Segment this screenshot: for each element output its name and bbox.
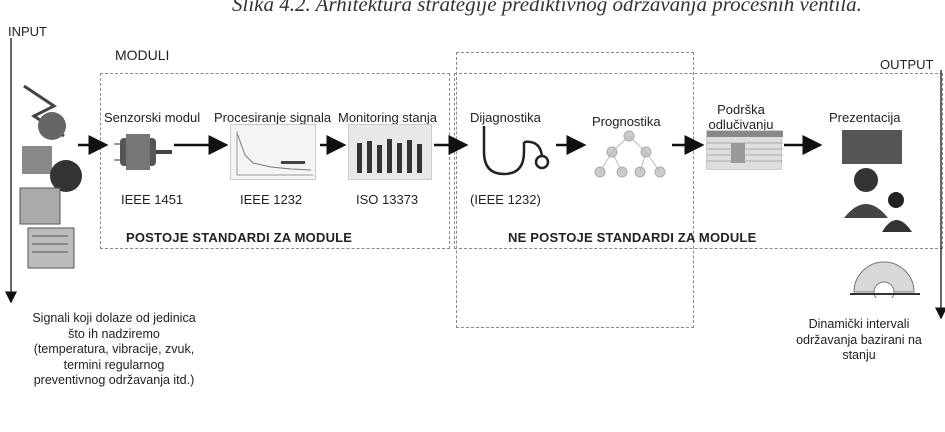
input-note: Signali koji dolaze od jedinica što ih n… bbox=[30, 311, 198, 389]
module-standard-dijagnostika: (IEEE 1232) bbox=[470, 192, 541, 207]
module-standard-senzorski: IEEE 1451 bbox=[121, 192, 183, 207]
module-title-monitoring: Monitoring stanja bbox=[338, 110, 437, 125]
stethoscope-image bbox=[470, 122, 554, 186]
module-title-prezentacija: Prezentacija bbox=[829, 110, 901, 125]
module-title-podrska: Podrška odlučivanju bbox=[704, 102, 778, 132]
presentation-image bbox=[822, 128, 918, 232]
signal-plot-image bbox=[230, 124, 316, 180]
input-signals-collage bbox=[14, 76, 84, 276]
module-title-prognostika: Prognostika bbox=[592, 114, 661, 129]
decision-table-image bbox=[706, 130, 782, 170]
gear-icon bbox=[848, 252, 922, 298]
output-note: Dinamički intervali održavanja bazirani … bbox=[778, 317, 940, 364]
standards-missing-label: NE POSTOJE STANDARDI ZA MODULE bbox=[508, 230, 756, 245]
module-standard-monitoring: ISO 13373 bbox=[356, 192, 418, 207]
monitoring-chart-image bbox=[348, 124, 432, 180]
module-title-senzorski: Senzorski modul bbox=[104, 110, 200, 125]
standards-exist-label: POSTOJE STANDARDI ZA MODULE bbox=[126, 230, 352, 245]
module-standard-procesiranje: IEEE 1232 bbox=[240, 192, 302, 207]
prognostics-tree-image bbox=[588, 128, 670, 184]
module-title-procesiranje: Procesiranje signala bbox=[214, 110, 331, 125]
sensor-image bbox=[110, 126, 174, 178]
